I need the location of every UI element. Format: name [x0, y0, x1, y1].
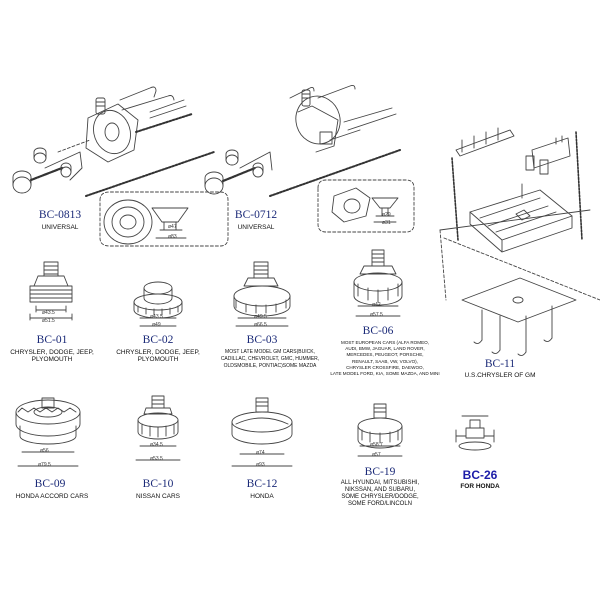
- bc0712-dim-inner: ø29: [382, 212, 391, 218]
- bc10-adapter-drawing: [135, 395, 181, 461]
- bc06-adapter-drawing: [353, 249, 403, 317]
- bc12-code: BC-12: [246, 478, 278, 490]
- bc10-code: BC-10: [142, 478, 174, 490]
- bc03-code: BC-03: [246, 334, 278, 346]
- bc02-code: BC-02: [142, 334, 174, 346]
- bc09-code: BC-09: [34, 478, 66, 490]
- bc01-code: BC-01: [36, 334, 68, 346]
- bc09-desc: HONDA ACCORD CARS: [15, 493, 89, 500]
- bc12-dim-outer: ø93: [256, 462, 265, 468]
- bc12-dim-inner: ø74: [256, 450, 265, 456]
- bc0712-code: BC-0712: [234, 209, 278, 221]
- bc11-code: BC-11: [484, 358, 516, 370]
- bc06-dim-inner: ø42: [372, 302, 381, 308]
- bc26-adapter-drawing: [455, 415, 495, 451]
- bc0712-dim-outer: ø31: [382, 220, 391, 226]
- bc11-assembly-drawing: [439, 127, 600, 357]
- bc0712-desc: UNIVERSAL: [237, 224, 275, 231]
- bc0813-dim-outer: ø83: [168, 234, 177, 240]
- bc0712-assembly-drawing: [204, 84, 415, 233]
- bc01-adapter-drawing: [29, 261, 73, 321]
- bc19-dim-inner: ø58.7: [370, 442, 383, 448]
- bc09-adapter-drawing: [15, 397, 81, 467]
- bc26-desc: FOR HONDA: [460, 483, 500, 490]
- bc0813-dim-inner: ø47: [168, 224, 177, 230]
- bc03-dim-inner: ø49.5: [254, 314, 267, 320]
- bc01-dim-outer: ø51.5: [42, 318, 55, 324]
- bc09-dim-outer: ø79.5: [38, 462, 51, 468]
- bc26-code: BC-26: [462, 468, 498, 482]
- bc01-dim-inner: ø43.5: [42, 310, 55, 316]
- bc09-dim-inner: ø56: [40, 448, 49, 454]
- bc06-code: BC-06: [362, 325, 394, 337]
- bc0813-assembly-drawing: [12, 86, 229, 247]
- bc19-adapter-drawing: [357, 403, 403, 457]
- bc10-dim-inner: ø34.5: [150, 442, 163, 448]
- bc03-adapter-drawing: [233, 261, 291, 327]
- bc0813-desc: UNIVERSAL: [41, 224, 79, 231]
- bc12-desc: HONDA: [250, 493, 274, 500]
- bc19-code: BC-19: [364, 466, 396, 478]
- bc02-dim-inner: ø43.5: [150, 314, 163, 320]
- bc03-desc: MOST LATE MODEL GM CARS(BUICK, CADILLAC,…: [220, 349, 320, 369]
- bc12-adapter-drawing: [231, 397, 293, 467]
- bc19-dim-outer: ø57: [372, 452, 381, 458]
- bc06-dim-outer: ø57.5: [370, 312, 383, 318]
- bc01-desc: CHRYSLER, DODGE, JEEP, PLYOMOUTH: [10, 349, 94, 364]
- bc02-desc: CHRYSLER, DODGE, JEEP, PLYOMOUTH: [116, 349, 200, 364]
- bc11-desc: U.S.CHRYSLER OF GM: [464, 372, 536, 379]
- bc02-adapter-drawing: [133, 281, 183, 327]
- bc06-desc: MOST EUROPEAN CARS (ALFA ROMEO, AUDI, BM…: [330, 340, 440, 376]
- bc10-dim-outer: ø53.5: [150, 456, 163, 462]
- bc0813-code: BC-0813: [38, 209, 82, 221]
- bc10-desc: NISSAN CARS: [135, 493, 181, 500]
- bc19-desc: ALL HYUNDAI, MITSUBISHI, NIKSSAN, AND SU…: [340, 480, 420, 507]
- bc03-dim-outer: ø66.5: [254, 322, 267, 328]
- bc02-dim-outer: ø49: [152, 322, 161, 328]
